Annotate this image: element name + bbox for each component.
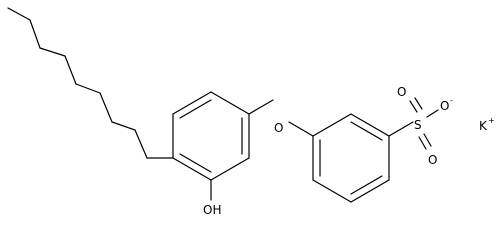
chain-bond-2 <box>29 19 41 49</box>
chain-bond-6 <box>99 92 113 123</box>
right-ring-bond-5 <box>312 179 352 203</box>
sulfur-oxygen-bottom-bond-a <box>423 133 432 147</box>
right-ring-bond-1 <box>312 113 352 137</box>
left-ring-bond-5 <box>210 157 250 181</box>
sulfur-oxygen-bottom-bond-b <box>418 136 427 150</box>
right-benzene-ring <box>312 113 390 203</box>
chain-bond-5 <box>75 83 101 94</box>
right-ring-bond-4 <box>350 179 390 203</box>
potassium-charge-label: + <box>488 116 495 125</box>
left-ring-double-1 <box>179 99 212 119</box>
oxygen-top-label: O <box>397 85 406 99</box>
oxygen-bottom-label: O <box>428 153 437 167</box>
right-ring-double-1 <box>350 121 383 141</box>
chain-bond-3 <box>39 47 66 57</box>
octyl-chain <box>7 7 174 159</box>
chain-bond-4 <box>64 55 77 85</box>
sulfur-label: S <box>414 118 422 132</box>
left-benzene-ring <box>172 91 250 181</box>
sulfur-oxygen-top-bond-b <box>414 97 423 110</box>
chain-bond-1 <box>7 7 31 21</box>
ring-sulfur-bond <box>388 121 414 137</box>
left-ring-bond-6 <box>172 157 212 181</box>
oxygen-anion-label: O <box>440 99 449 113</box>
hydroxyl-label: OH <box>203 203 221 217</box>
potassium-label: K <box>479 119 488 133</box>
ether-bond-left <box>248 99 274 115</box>
anion-charge-label: - <box>450 96 453 105</box>
chain-bond-7 <box>111 121 136 131</box>
ether-bond-right <box>288 121 314 137</box>
chain-bond-8 <box>134 129 148 159</box>
ether-oxygen-label: O <box>274 121 283 135</box>
left-ring-bond-3 <box>210 91 250 115</box>
right-ring-double-2 <box>350 175 383 195</box>
left-ring-double-3 <box>179 153 212 173</box>
sulfur-oxygen-anion-bond <box>426 109 439 118</box>
left-ring-bond-2 <box>172 91 212 115</box>
right-ring-bond-2 <box>350 113 390 137</box>
sulfur-oxygen-top-bond-a <box>409 100 418 113</box>
